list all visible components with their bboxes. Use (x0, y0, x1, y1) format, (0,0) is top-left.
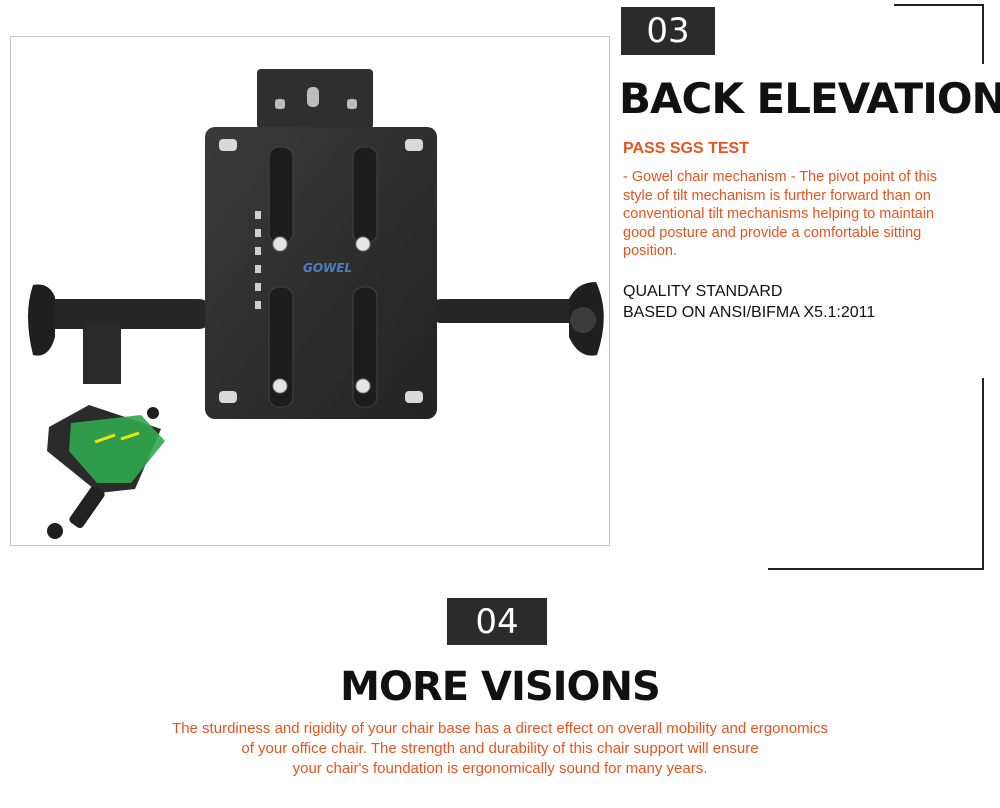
quality-line: QUALITY STANDARD (623, 283, 783, 300)
section-description: - Gowel chair mechanism - The pivot poin… (623, 169, 938, 259)
decor-line-bottom-vertical (982, 378, 984, 570)
quality-line: BASED ON ANSI/BIFMA X5.1:2011 (623, 304, 876, 321)
decor-line-bottom (768, 568, 984, 570)
quality-standard: QUALITY STANDARD BASED ON ANSI/BIFMA X5.… (623, 281, 875, 323)
decor-line-top (894, 4, 984, 6)
section-number-badge: 04 (447, 598, 547, 645)
product-photo: GOWEL (10, 36, 610, 546)
description-line: The sturdiness and rigidity of your chai… (172, 720, 828, 737)
section-number-badge: 03 (621, 7, 715, 55)
left-handle (28, 284, 211, 384)
section-title: BACK ELEVATION (619, 74, 1000, 123)
inset-photo (47, 405, 165, 539)
chair-mechanism-illustration: GOWEL (28, 69, 604, 539)
right-handle (431, 282, 604, 356)
section-description: The sturdiness and rigidity of your chai… (0, 719, 1000, 779)
description-line: your chair's foundation is ergonomically… (292, 760, 708, 777)
base-plate (205, 127, 437, 419)
section-title: MORE VISIONS (340, 664, 661, 710)
section-subtitle: PASS SGS TEST (623, 140, 749, 157)
decor-line-top-vertical (982, 4, 984, 64)
description-line: of your office chair. The strength and d… (241, 740, 759, 757)
watermark-text: GOWEL (303, 261, 352, 275)
